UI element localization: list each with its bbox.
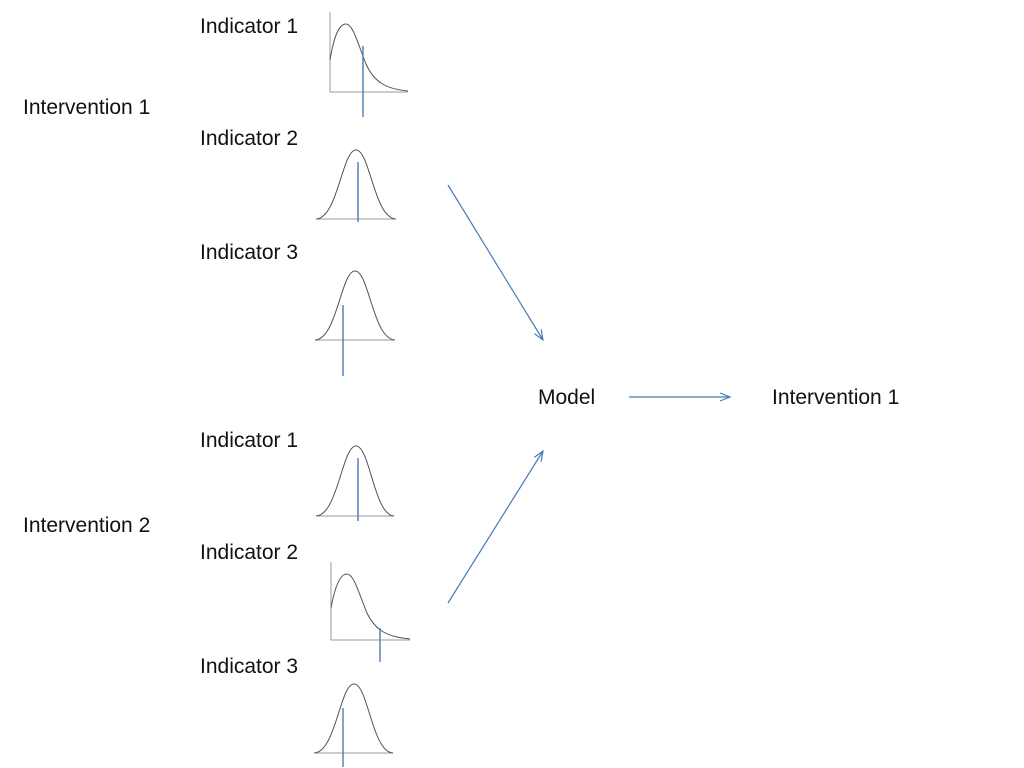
intervention-1-label: Intervention 1 (23, 96, 151, 119)
intervention-2-indicator-1-label: Indicator 1 (200, 429, 299, 452)
intervention-2-indicator-2-label: Indicator 2 (200, 541, 299, 564)
intervention-1-indicator-1-plot (329, 12, 409, 117)
intervention-1-indicator-3-label: Indicator 3 (200, 241, 299, 264)
intervention-1-indicator-1-label: Indicator 1 (200, 15, 299, 38)
arrow-intervention-2-to-model (447, 451, 543, 604)
intervention-1-indicator-2-label: Indicator 2 (200, 127, 299, 150)
normal-distribution-curve (314, 270, 396, 341)
intervention-2-indicator-1-plot (315, 445, 395, 521)
skewed-distribution-curve (330, 573, 411, 640)
intervention-2-label: Intervention 2 (23, 514, 151, 537)
intervention-1-indicator-2-plot (315, 149, 397, 222)
intervention-2-indicator-2-plot (330, 562, 411, 662)
intervention-2-indicator-3-label: Indicator 3 (200, 655, 299, 678)
skewed-distribution-curve (329, 23, 409, 92)
model-label: Model (538, 386, 596, 409)
intervention-2-indicator-3-plot (313, 683, 394, 767)
output-intervention-label: Intervention 1 (772, 386, 900, 409)
normal-distribution-curve (313, 683, 394, 754)
normal-distribution-curve (315, 149, 397, 220)
intervention-1-indicator-3-plot (314, 270, 396, 376)
normal-distribution-curve (315, 445, 395, 517)
arrow-intervention-1-to-model (447, 184, 543, 340)
